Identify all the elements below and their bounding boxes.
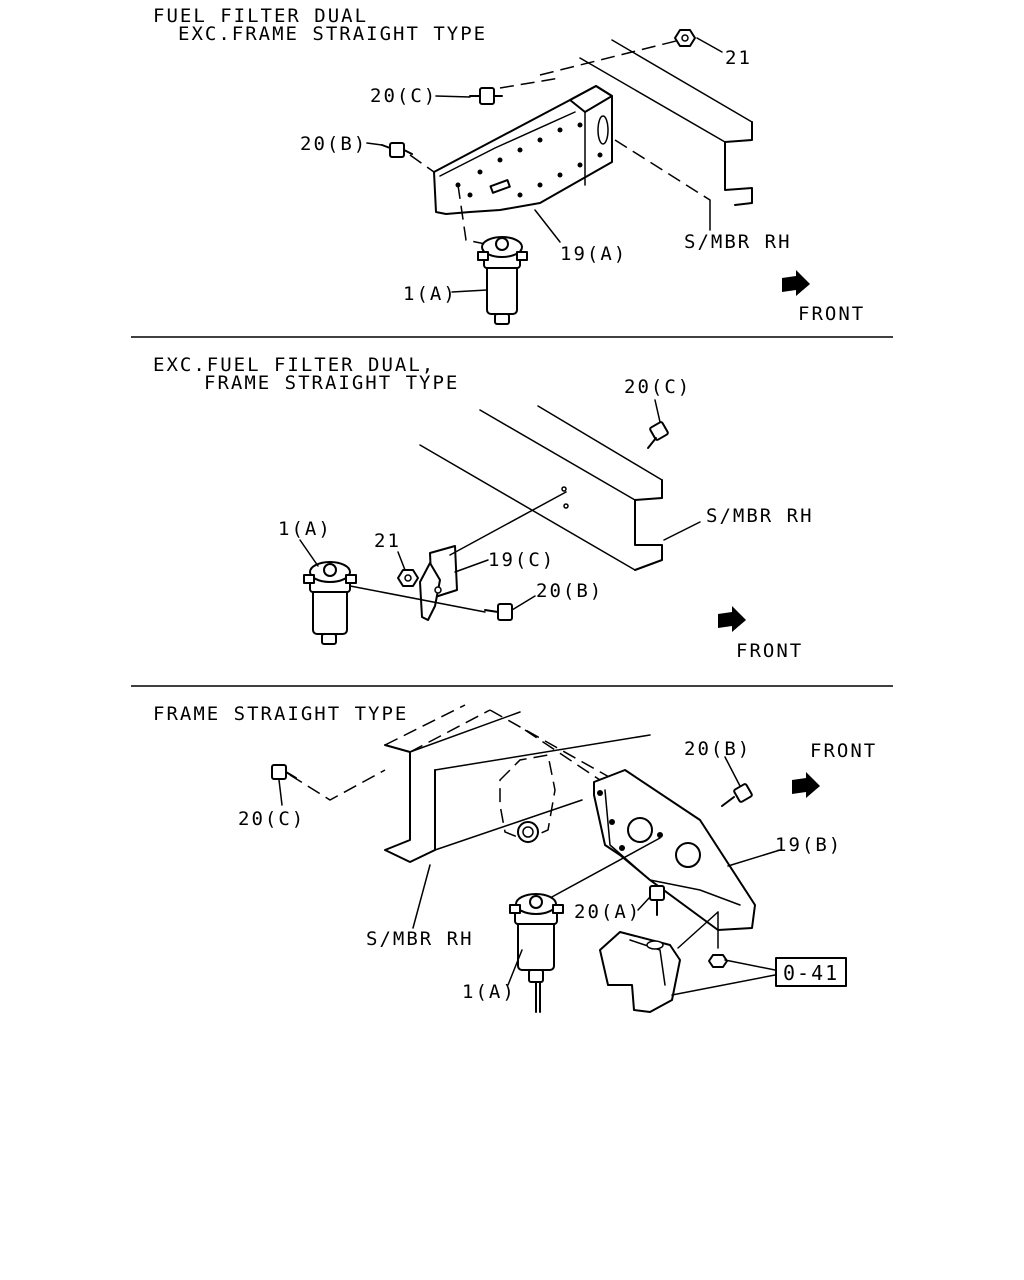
fuel-filter-icon [509, 893, 564, 1013]
label-filter: 1(A) [403, 283, 457, 305]
label-bolt-c: 20(C) [624, 376, 691, 398]
assembly-line-bolt-c [289, 769, 386, 801]
assembly-line-bolt-c [499, 77, 561, 89]
section-1-title-line1: FUEL FILTER DUAL [153, 5, 368, 27]
assembly-line-filter [457, 184, 491, 246]
label-bolt-c: 20(C) [370, 85, 437, 107]
label-bracket: 19(C) [488, 549, 555, 571]
assembly-line-nut [539, 39, 681, 76]
bolt-20b-icon [721, 783, 753, 807]
label-bolt-a: 20(A) [574, 901, 641, 923]
bolt-20c-icon [271, 764, 297, 780]
label-bolt-b: 20(B) [536, 580, 603, 602]
nut-21-icon [674, 29, 696, 47]
assembly-line-bracket-rail [449, 491, 567, 556]
fuel-filter-icon [303, 561, 357, 645]
assembly-line-filter-bolt [344, 584, 486, 613]
section-2-title-line1: EXC.FUEL FILTER DUAL, [153, 354, 435, 376]
label-filter: 1(A) [278, 518, 332, 540]
bolt-20c-icon [469, 87, 503, 105]
bracket-19a [433, 85, 613, 215]
bolt-20a-icon [649, 885, 665, 916]
label-side-member: S/MBR RH [706, 505, 814, 527]
label-bolt-b: 20(B) [300, 133, 367, 155]
bolt-20b-icon [484, 603, 513, 621]
label-bracket: 19(B) [775, 834, 842, 856]
section-frame-straight-type: FRAME STRAIGHT TYPE [153, 703, 877, 1013]
bracket-19c [419, 545, 458, 621]
label-reference: 0-41 [783, 961, 839, 985]
nut-icon [708, 954, 728, 968]
section-fuel-filter-dual: FUEL FILTER DUAL EXC.FRAME STRAIGHT TYPE [153, 5, 865, 325]
label-front: FRONT [736, 640, 803, 662]
label-side-member: S/MBR RH [684, 231, 792, 253]
front-arrow-icon [782, 270, 810, 296]
label-front: FRONT [798, 303, 865, 325]
filter-head-icon [599, 931, 681, 1013]
fuel-filter-icon [477, 236, 528, 325]
section-1-title-line2: EXC.FRAME STRAIGHT TYPE [178, 23, 487, 45]
side-member-rail [579, 39, 753, 231]
section-2-title-line2: FRAME STRAIGHT TYPE [204, 372, 459, 394]
bolt-20b-icon [381, 142, 413, 158]
section-exc-fuel-filter-dual: EXC.FUEL FILTER DUAL, FRAME STRAIGHT TYP… [153, 354, 814, 662]
assembly-line-frame-bracket [524, 729, 601, 781]
assembly-line-filter-bracket [549, 837, 661, 899]
label-nut: 21 [374, 530, 401, 552]
label-filter: 1(A) [462, 981, 516, 1003]
bolt-20c-icon [647, 421, 669, 449]
side-member-rail [384, 704, 651, 863]
assembly-line-bracket-rail [614, 139, 711, 201]
label-side-member: S/MBR RH [366, 928, 474, 950]
side-member-rail [419, 405, 663, 571]
nut-21-icon [397, 569, 419, 587]
section-3-title: FRAME STRAIGHT TYPE [153, 703, 408, 725]
label-front: FRONT [810, 740, 877, 762]
label-bolt-b: 20(B) [684, 738, 751, 760]
label-nut: 21 [725, 47, 752, 69]
assembly-line-bolt-b [409, 154, 435, 173]
label-bolt-c: 20(C) [238, 808, 305, 830]
label-bracket: 19(A) [560, 243, 627, 265]
reference-box-0-41: 0-41 [775, 957, 847, 987]
front-arrow-icon [792, 772, 820, 798]
front-arrow-icon [718, 606, 746, 632]
